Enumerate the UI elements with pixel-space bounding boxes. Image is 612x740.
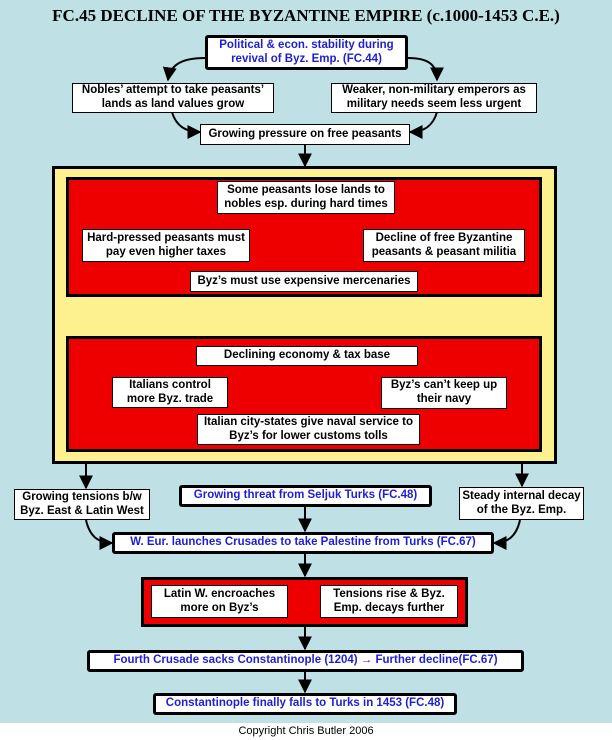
arrow-nobles-pressure — [171, 111, 202, 139]
arrow-tensions-crusades — [85, 519, 114, 550]
italians-control-box: Italians control more Byz. trade — [112, 377, 228, 408]
hard-pressed-box: Hard-pressed peasants must pay even high… — [82, 229, 250, 262]
latin-encroaches-box: Latin W. encroaches more on Byz’s — [151, 585, 288, 618]
arrow-weaker-pressure — [408, 111, 438, 139]
page-title: FC.45 DECLINE OF THE BYZANTINE EMPIRE (c… — [52, 6, 560, 25]
nobles-take-box: Nobles’ attempt to take peasants’ lands … — [72, 83, 274, 113]
fourth-crusade-box: Fourth Crusade sacks Constantinople (120… — [87, 650, 524, 672]
pressure-box: Growing pressure on free peasants — [200, 124, 410, 145]
arrow-stability-nobles — [162, 57, 206, 82]
decline-free-box: Decline of free Byzantine peasants & pea… — [363, 229, 525, 262]
copyright: Copyright Chris Butler 2006 — [0, 723, 612, 740]
crusades-box: W. Eur. launches Crusades to take Palest… — [112, 532, 494, 554]
falls-box: Constantinople finally falls to Turks in… — [153, 693, 457, 715]
seljuk-threat-box: Growing threat from Seljuk Turks (FC.48) — [179, 485, 432, 507]
italian-city-states-box: Italian city-states give naval service t… — [197, 414, 420, 445]
internal-decay-box: Steady internal decay of the Byz. Emp. — [459, 487, 584, 520]
weaker-emperors-box: Weaker, non-military emperors as militar… — [331, 83, 537, 113]
arrow-stability-weaker — [407, 57, 444, 82]
mercenaries-box: Byz’s must use expensive mercenaries — [190, 271, 418, 292]
lose-lands-box: Some peasants lose lands to nobles esp. … — [217, 181, 395, 214]
stability-box: Political & econ. stability during reviv… — [205, 35, 408, 70]
tensions-rise-box: Tensions rise & Byz. Emp. decays further — [320, 585, 458, 618]
arrow-decay-crusades — [492, 519, 521, 550]
cant-keep-navy-box: Byz’s can’t keep up their navy — [381, 377, 507, 409]
tensions-east-west-box: Growing tensions b/w Byz. East & Latin W… — [14, 489, 150, 520]
declining-economy-box: Declining economy & tax base — [196, 346, 418, 366]
